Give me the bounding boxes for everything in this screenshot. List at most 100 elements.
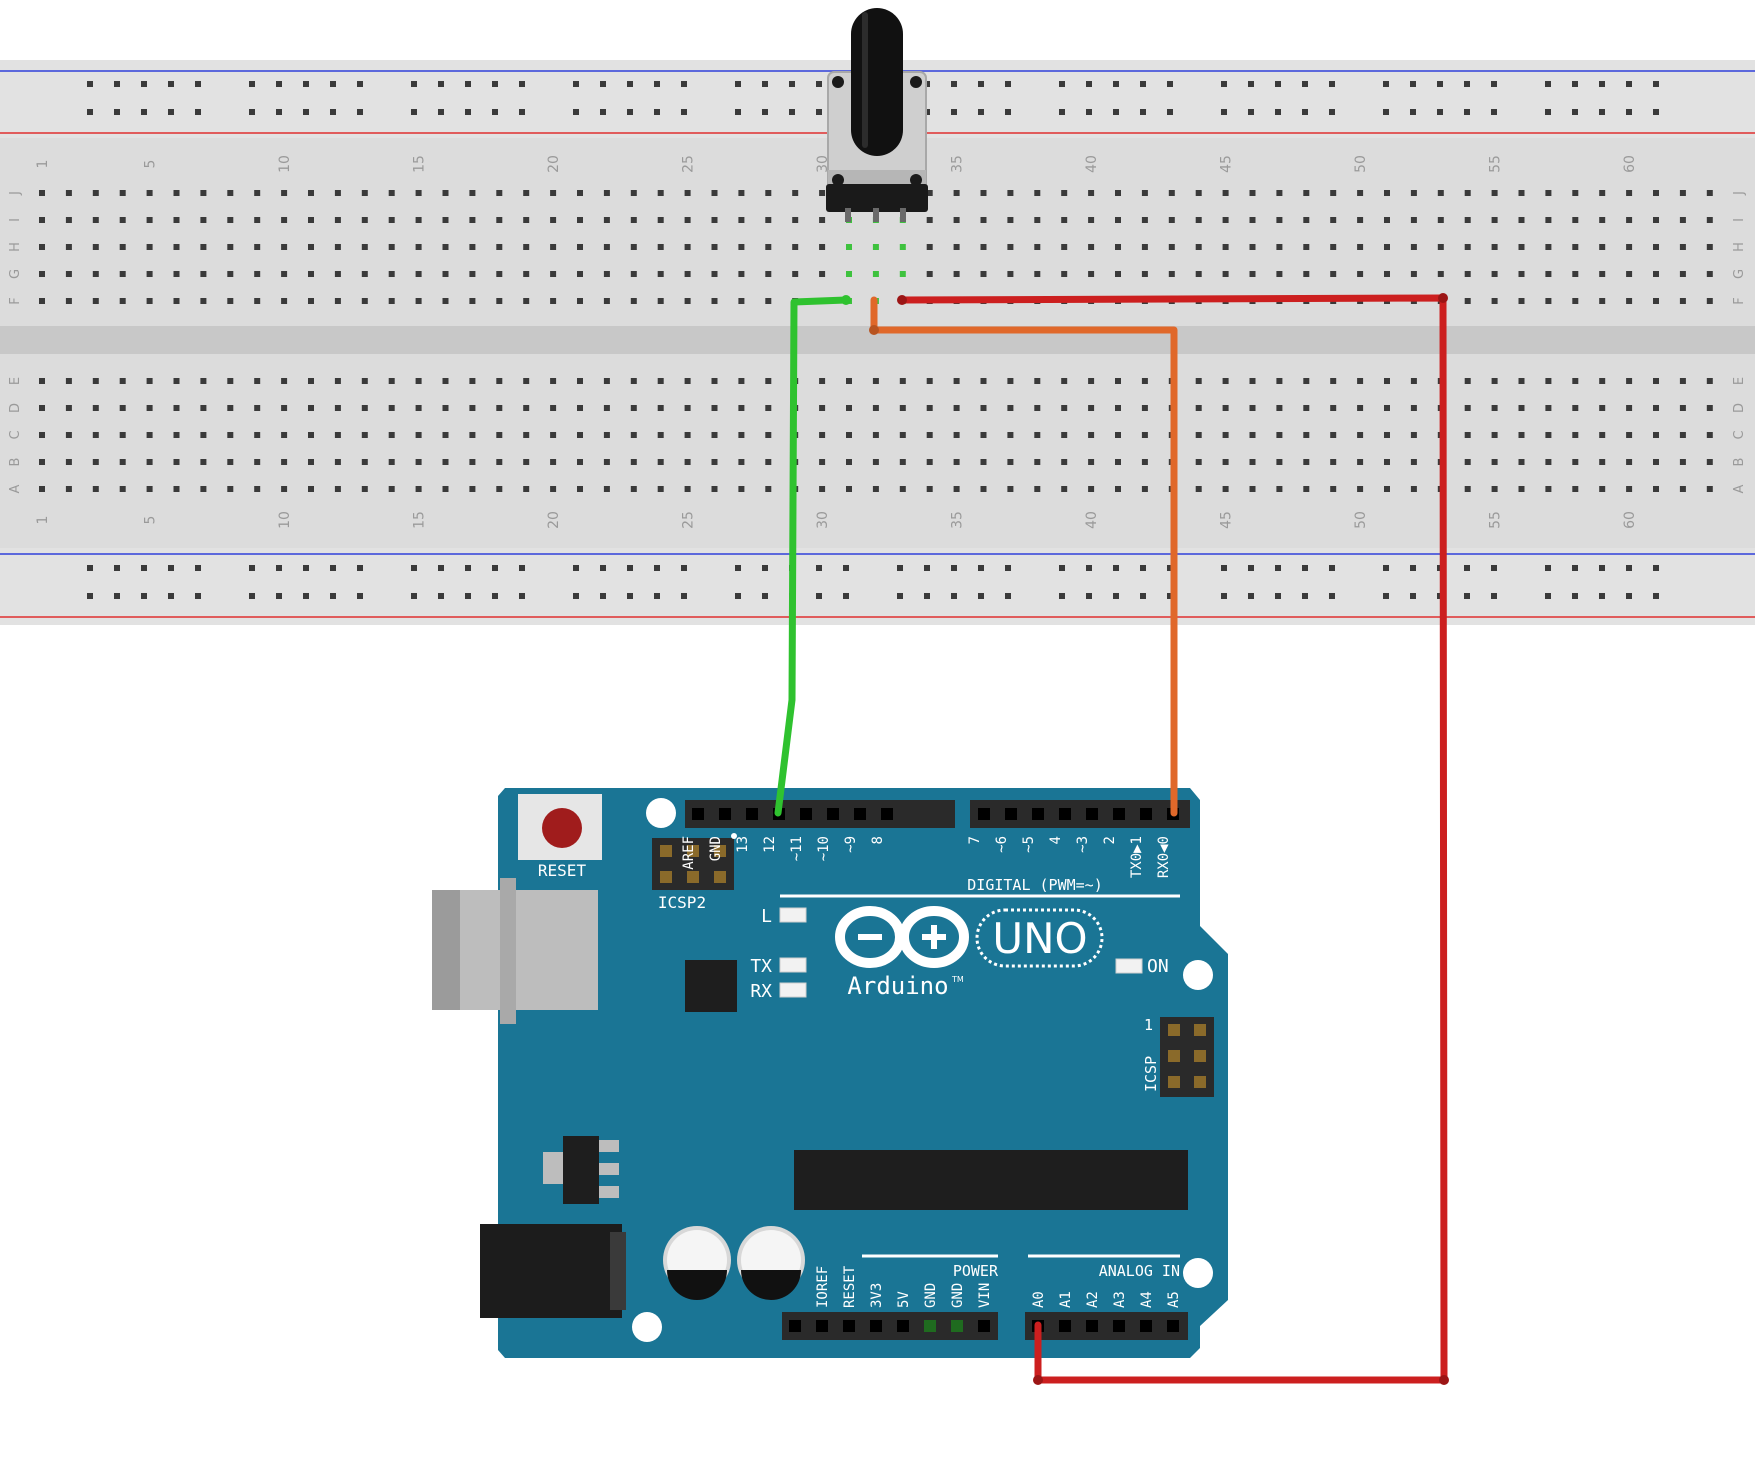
icsp-pin — [1168, 1076, 1180, 1088]
breadboard-hole — [65, 432, 72, 438]
led-tx — [779, 957, 807, 973]
breadboard-hole — [630, 244, 637, 250]
rail-hole — [1167, 593, 1173, 599]
breadboard-hole — [1545, 486, 1552, 492]
rail-hole — [519, 565, 525, 571]
breadboard-hole — [1141, 271, 1148, 277]
reset-button[interactable] — [542, 808, 582, 848]
pin-socket — [870, 1320, 882, 1332]
breadboard-hole — [1518, 378, 1525, 384]
column-number: 10 — [277, 511, 293, 529]
breadboard-hole — [765, 217, 772, 223]
breadboard-hole — [1464, 486, 1471, 492]
rail-hole — [1113, 565, 1119, 571]
breadboard-hole — [846, 486, 852, 492]
breadboard-hole — [254, 378, 261, 384]
row-letter: J — [8, 191, 23, 196]
pot-screw — [910, 174, 922, 186]
breadboard-hole — [442, 378, 449, 384]
pin-socket — [1059, 808, 1071, 820]
pot-pin — [900, 208, 906, 222]
breadboard-hole — [684, 190, 691, 196]
rail-hole — [141, 81, 147, 87]
wire-signal-orange[interactable] — [870, 296, 1178, 817]
breadboard-hole — [1034, 271, 1041, 277]
breadboard-hole — [1545, 190, 1552, 196]
breadboard-hole — [550, 459, 557, 465]
rail-hole — [1653, 81, 1659, 87]
rail-hole — [1491, 109, 1497, 115]
breadboard-hole — [1330, 244, 1337, 250]
row-letter: E — [8, 377, 23, 385]
breadboard-bottom-rail-strip — [0, 548, 1755, 625]
rail-hole — [978, 593, 984, 599]
breadboard-hole — [1599, 432, 1606, 438]
breadboard-hole — [1653, 378, 1659, 384]
breadboard-hole — [200, 486, 207, 492]
breadboard-hole — [899, 378, 906, 384]
breadboard-hole — [281, 378, 288, 384]
breadboard-hole — [1357, 271, 1364, 277]
breadboard-hole — [711, 217, 718, 223]
column-number: 45 — [1219, 155, 1235, 173]
usb-connector-tab — [500, 878, 516, 1024]
breadboard-hole — [119, 378, 126, 384]
breadboard-hole — [1706, 459, 1713, 465]
wire-gnd-green[interactable] — [774, 296, 850, 817]
breadboard-hole — [1061, 271, 1068, 277]
breadboard-hole — [1115, 459, 1121, 465]
rail-hole — [735, 81, 741, 87]
breadboard-hole — [1384, 405, 1390, 411]
breadboard-hole — [1437, 217, 1444, 223]
breadboard-hole — [173, 405, 180, 411]
breadboard-hole — [442, 486, 449, 492]
pot-screw — [832, 76, 844, 88]
breadboard-hole — [65, 190, 72, 196]
breadboard-hole — [577, 217, 583, 223]
rail-hole — [168, 109, 174, 115]
breadboard-hole — [1034, 190, 1041, 196]
breadboard-hole — [92, 405, 99, 411]
led-on-label: ON — [1147, 956, 1169, 977]
pot-knob-shaft[interactable] — [851, 8, 903, 156]
rail-hole — [438, 565, 444, 571]
rail-hole — [1005, 109, 1011, 115]
breadboard-hole — [1061, 190, 1068, 196]
breadboard-hole — [469, 405, 476, 411]
breadboard-hole — [1626, 432, 1633, 438]
breadboard-hole — [953, 486, 960, 492]
breadboard-hole — [657, 190, 664, 196]
breadboard-hole — [119, 271, 126, 277]
breadboard-hole — [550, 271, 557, 277]
wire-end — [869, 325, 879, 335]
rail-hole — [789, 109, 795, 115]
breadboard-hole — [765, 298, 772, 304]
breadboard-hole — [1518, 271, 1525, 277]
breadboard-hole — [1437, 271, 1444, 277]
rail-hole — [195, 109, 201, 115]
breadboard-hole — [980, 405, 987, 411]
breadboard-hole — [1061, 378, 1068, 384]
rail-hole — [330, 565, 336, 571]
breadboard-hole — [1276, 378, 1283, 384]
breadboard-hole — [1303, 486, 1310, 492]
breadboard-hole — [523, 217, 530, 223]
rail-hole — [492, 109, 498, 115]
bottom-pin-label: A0 — [1031, 1291, 1047, 1308]
rail-hole — [1221, 593, 1227, 599]
breadboard-hole — [1706, 378, 1713, 384]
breadboard-hole — [415, 486, 422, 492]
column-number: 1 — [35, 516, 51, 525]
breadboard-hole — [577, 459, 583, 465]
rail-hole — [816, 565, 822, 571]
digital-pin-label: 13 — [735, 836, 751, 853]
breadboard-hole — [1357, 378, 1364, 384]
breadboard-hole — [39, 244, 45, 250]
column-number: 35 — [950, 511, 966, 529]
breadboard-hole — [1464, 432, 1471, 438]
breadboard-hole — [1061, 405, 1068, 411]
breadboard-hole — [765, 405, 772, 411]
breadboard-hole — [39, 459, 45, 465]
rail-hole — [1140, 593, 1146, 599]
breadboard-hole — [1034, 432, 1041, 438]
